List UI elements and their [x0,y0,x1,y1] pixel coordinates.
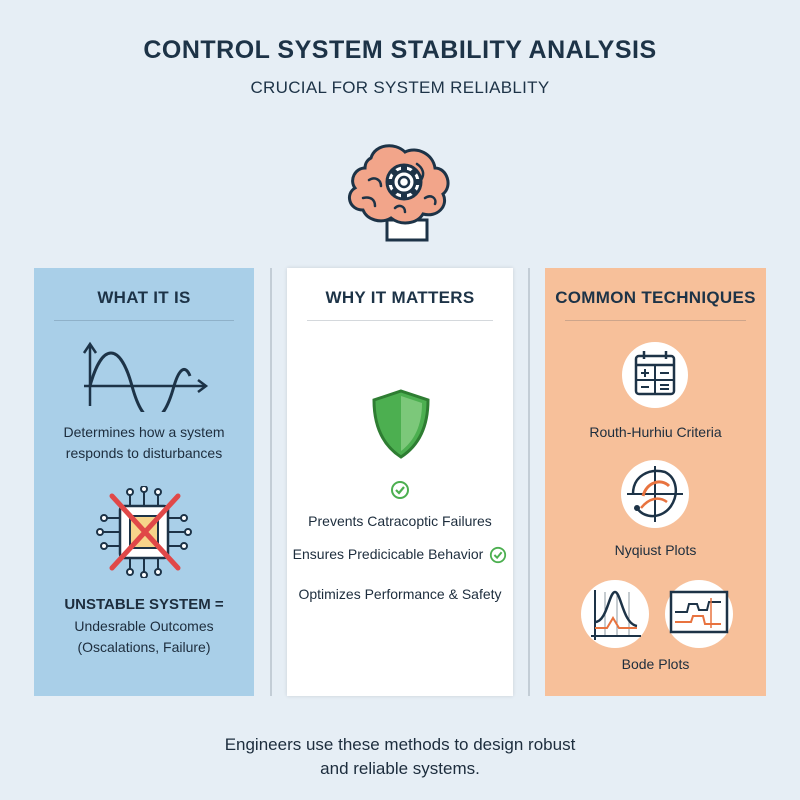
panel-common-techniques: COMMON TECHNIQUES Routh-Hurhiu Criteria … [545,268,766,696]
divider [54,320,234,321]
page-subtitle: CRUCIAL FOR SYSTEM RELIABLITY [250,78,550,97]
crossed-chip-icon [96,486,192,578]
unstable-title: UNSTABLE SYSTEM = [64,596,224,613]
footer-text: Engineers use these methods to design ro… [0,733,800,781]
nyquist-plot-icon [621,460,689,528]
description-line: responds to disturbances [65,445,223,461]
bode-plot-icon [581,580,649,648]
check-icon [391,481,409,499]
sine-wave-icon [82,341,209,412]
description-line: Determines how a system [63,424,225,440]
footer-line: and reliable systems. [320,759,480,778]
benefit-item: Ensures Predicicable Behavior [292,546,484,562]
divider [307,320,493,321]
benefit-item: Prevents Catracoptic Failures [308,513,492,529]
technique-item: Nyqiust Plots [614,542,697,558]
unstable-line: Undesrable Outcomes [74,618,214,634]
shield-icon [372,389,430,459]
divider [270,268,272,696]
calculator-icon [622,342,688,408]
unstable-line: (Oscalations, Failure) [77,639,211,655]
check-icon [490,546,507,563]
benefit-item-row: Ensures Predicicable Behavior [287,544,513,565]
brain-gear-icon [347,144,450,242]
divider [565,320,746,321]
divider [528,268,530,696]
panel-what-it-is: WHAT IT IS Determines how a system respo… [34,268,254,696]
technique-item: Routh-Hurhiu Criteria [589,424,722,440]
panel-title: COMMON TECHNIQUES [555,288,756,307]
panel-title: WHAT IT IS [97,288,191,307]
benefit-item: Optimizes Performance & Safety [298,586,502,602]
technique-item: Bode Plots [621,656,690,672]
panel-why-it-matters: WHY IT MATTERS Prevents Catracoptic Fail… [287,268,513,696]
page-title: CONTROL SYSTEM STABILITY ANALYSIS [143,36,657,64]
footer-line: Engineers use these methods to design ro… [224,735,576,754]
panel-title: WHY IT MATTERS [325,288,475,307]
bode-plot-icon [665,580,733,648]
